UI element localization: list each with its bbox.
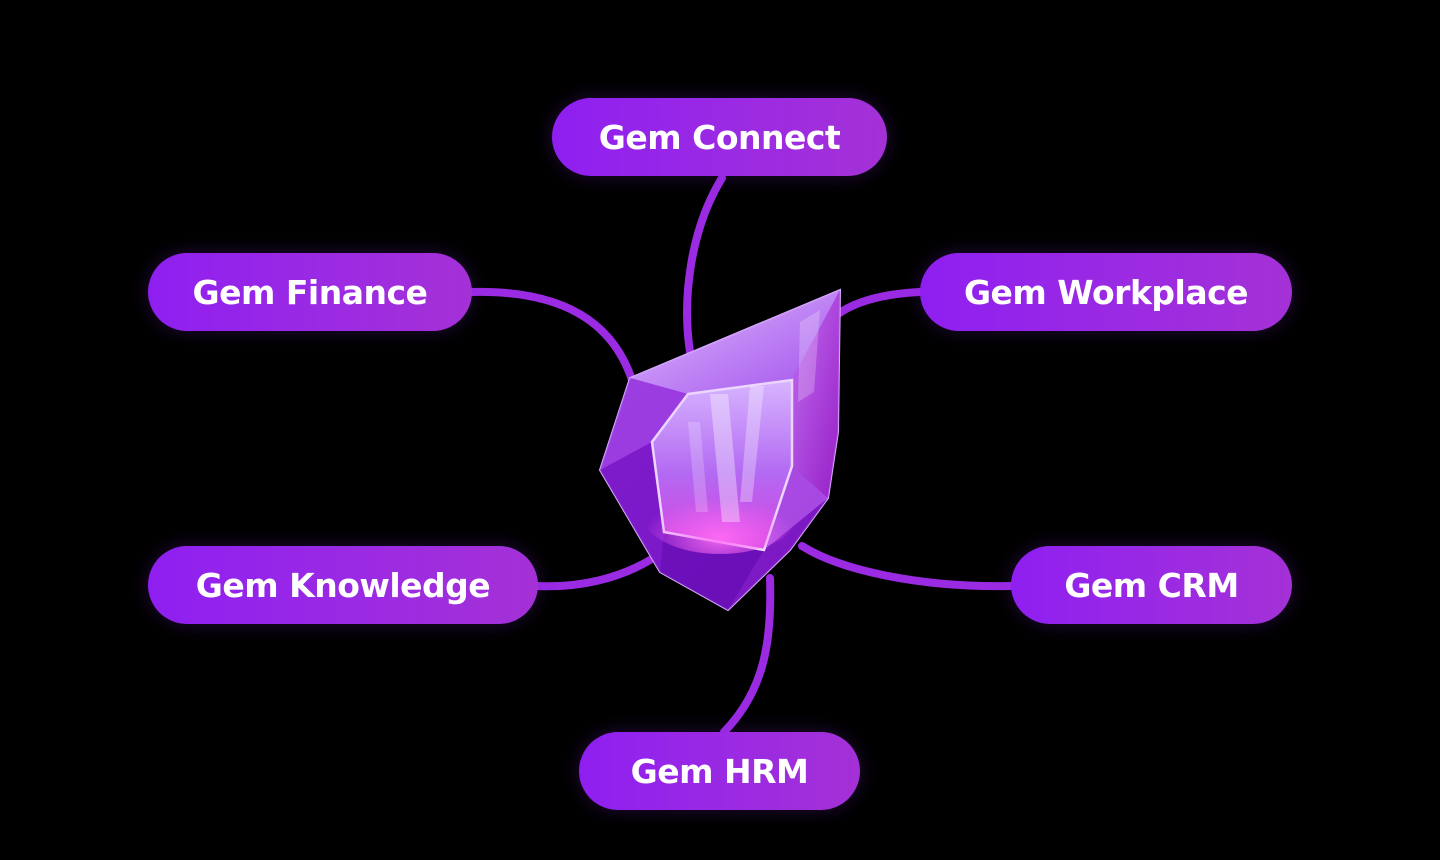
- node-gem-finance[interactable]: Gem Finance: [148, 253, 472, 331]
- node-label: Gem Connect: [598, 117, 841, 157]
- connector-finance: [468, 287, 636, 384]
- node-gem-hrm[interactable]: Gem HRM: [579, 732, 860, 810]
- node-gem-crm[interactable]: Gem CRM: [1011, 546, 1292, 624]
- node-label: Gem CRM: [1064, 565, 1239, 605]
- connector-hrm: [720, 574, 775, 736]
- node-label: Gem Knowledge: [195, 565, 491, 605]
- node-label: Gem Workplace: [963, 272, 1249, 312]
- node-gem-workplace[interactable]: Gem Workplace: [920, 253, 1292, 331]
- node-gem-knowledge[interactable]: Gem Knowledge: [148, 546, 538, 624]
- node-label: Gem HRM: [630, 751, 809, 791]
- node-gem-connect[interactable]: Gem Connect: [552, 98, 887, 176]
- connector-connect: [683, 174, 726, 356]
- connector-knowledge: [534, 556, 654, 591]
- connector-crm: [798, 542, 1015, 591]
- connector-workplace: [834, 288, 924, 318]
- gem-crystal-icon: [598, 288, 842, 612]
- node-label: Gem Finance: [192, 272, 428, 312]
